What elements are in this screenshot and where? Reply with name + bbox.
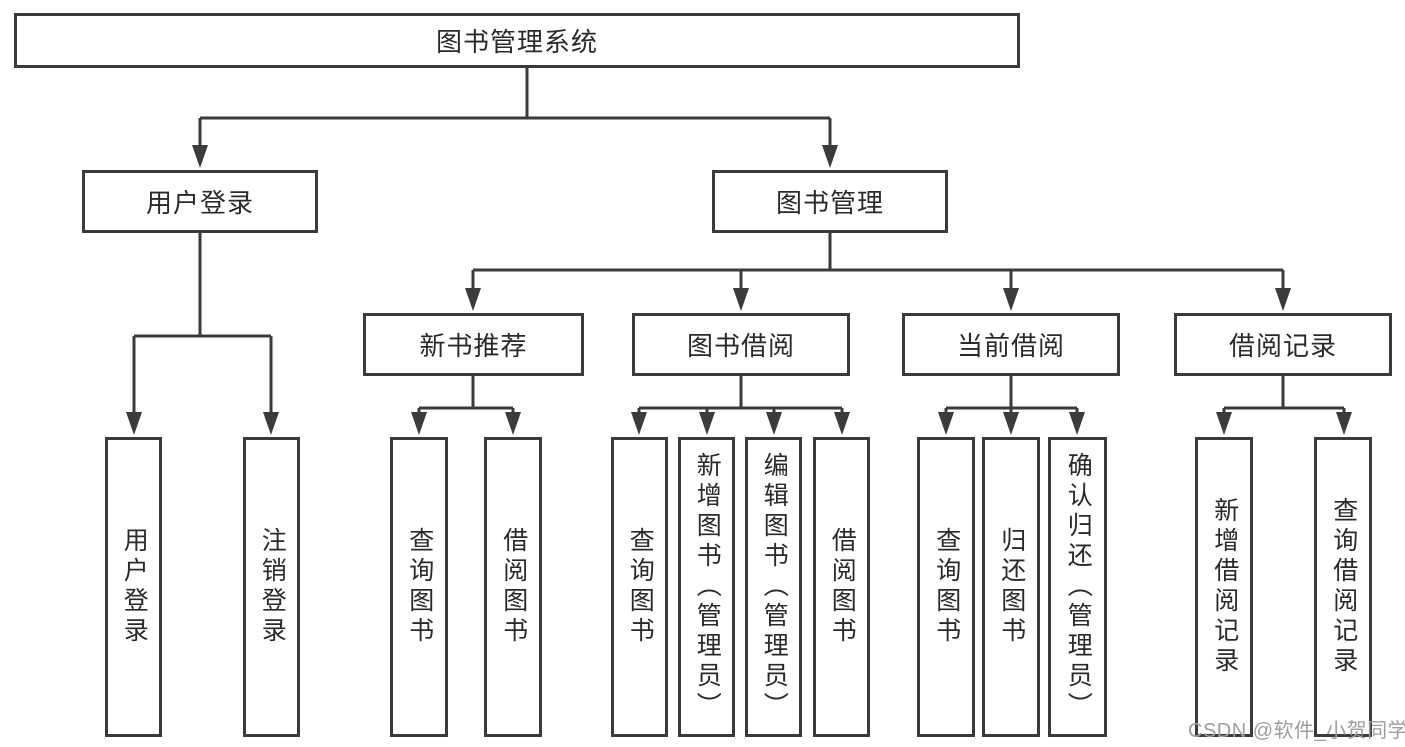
leaf-confirm-return-admin: 确认归还（管理员） bbox=[1048, 437, 1107, 737]
connector-user-login-branch bbox=[132, 233, 273, 414]
leaf-borrow-books: 借阅图书 bbox=[813, 437, 870, 737]
arrow-down-icon bbox=[505, 412, 521, 435]
connector-borrow-records-branch bbox=[1222, 376, 1346, 414]
arrow-down-icon bbox=[192, 145, 208, 168]
leaf-query-books-borrow: 查询图书 bbox=[611, 437, 668, 737]
node-user-login: 用户登录 bbox=[82, 170, 318, 233]
arrow-down-icon bbox=[938, 412, 954, 435]
arrow-down-icon bbox=[1003, 412, 1019, 435]
arrow-down-icon bbox=[834, 412, 850, 435]
arrow-down-icon bbox=[1336, 412, 1352, 435]
arrowheads bbox=[126, 145, 1352, 435]
leaf-add-borrow-record: 新增借阅记录 bbox=[1195, 437, 1253, 737]
leaf-user-login-label: 用户登录 bbox=[120, 527, 149, 647]
arrow-down-icon bbox=[411, 412, 427, 435]
node-book-borrow: 图书借阅 bbox=[632, 313, 850, 376]
connector-new-book-branch bbox=[417, 376, 515, 414]
leaf-query-books-recommend: 查询图书 bbox=[390, 437, 448, 737]
node-borrow-records: 借阅记录 bbox=[1174, 313, 1392, 376]
connector-current-borrow-branch bbox=[944, 376, 1079, 414]
arrow-down-icon bbox=[1216, 412, 1232, 435]
arrow-down-icon bbox=[465, 288, 481, 311]
leaf-return-books-label: 归还图书 bbox=[997, 527, 1026, 647]
arrow-down-icon bbox=[631, 412, 647, 435]
arrow-down-icon bbox=[263, 412, 279, 435]
leaf-query-borrow-record-label: 查询借阅记录 bbox=[1329, 497, 1358, 677]
connector-book-management-branch bbox=[471, 233, 1285, 291]
node-user-login-label: 用户登录 bbox=[145, 188, 254, 218]
leaf-confirm-return-admin-label: 确认归还（管理员） bbox=[1064, 452, 1093, 722]
leaf-query-books-recommend-label: 查询图书 bbox=[405, 527, 434, 647]
arrow-down-icon bbox=[766, 412, 782, 435]
connector-book-borrow-branch bbox=[637, 376, 844, 414]
node-current-borrow-label: 当前借阅 bbox=[956, 331, 1065, 361]
arrow-down-icon bbox=[733, 288, 749, 311]
leaf-logout: 注销登录 bbox=[243, 437, 300, 737]
leaf-edit-books-admin: 编辑图书（管理员） bbox=[745, 437, 802, 737]
leaf-borrow-books-recommend: 借阅图书 bbox=[484, 437, 542, 737]
csdn-watermark: CSDN @软件_小贺同学 bbox=[1188, 720, 1405, 742]
connector-root-to-level2 bbox=[198, 68, 832, 147]
node-book-management-label: 图书管理 bbox=[775, 188, 884, 218]
leaf-query-books-current: 查询图书 bbox=[917, 437, 975, 737]
arrow-down-icon bbox=[1069, 412, 1085, 435]
leaf-add-borrow-record-label: 新增借阅记录 bbox=[1210, 497, 1239, 677]
leaf-user-login: 用户登录 bbox=[105, 437, 162, 737]
node-borrow-records-label: 借阅记录 bbox=[1228, 331, 1337, 361]
arrow-down-icon bbox=[1003, 288, 1019, 311]
arrow-down-icon bbox=[1275, 288, 1291, 311]
leaf-borrow-books-label: 借阅图书 bbox=[828, 527, 857, 647]
node-root-system: 图书管理系统 bbox=[14, 13, 1020, 68]
leaf-query-borrow-record: 查询借阅记录 bbox=[1314, 437, 1372, 737]
leaf-logout-label: 注销登录 bbox=[258, 527, 287, 647]
node-current-borrow: 当前借阅 bbox=[902, 313, 1120, 376]
node-book-borrow-label: 图书借阅 bbox=[686, 331, 795, 361]
node-root-label: 图书管理系统 bbox=[435, 27, 598, 57]
leaf-add-books-admin: 新增图书（管理员） bbox=[678, 437, 735, 737]
arrow-down-icon bbox=[822, 145, 838, 168]
leaf-add-books-admin-label: 新增图书（管理员） bbox=[693, 452, 722, 722]
arrow-down-icon bbox=[126, 412, 142, 435]
node-new-book-recommend-label: 新书推荐 bbox=[419, 331, 528, 361]
leaf-query-books-borrow-label: 查询图书 bbox=[626, 527, 655, 647]
leaf-borrow-books-recommend-label: 借阅图书 bbox=[499, 527, 528, 647]
leaf-query-books-current-label: 查询图书 bbox=[932, 527, 961, 647]
node-book-management: 图书管理 bbox=[712, 170, 948, 233]
leaf-edit-books-admin-label: 编辑图书（管理员） bbox=[760, 452, 789, 722]
node-new-book-recommend: 新书推荐 bbox=[363, 313, 584, 376]
leaf-return-books: 归还图书 bbox=[982, 437, 1040, 737]
arrow-down-icon bbox=[699, 412, 715, 435]
